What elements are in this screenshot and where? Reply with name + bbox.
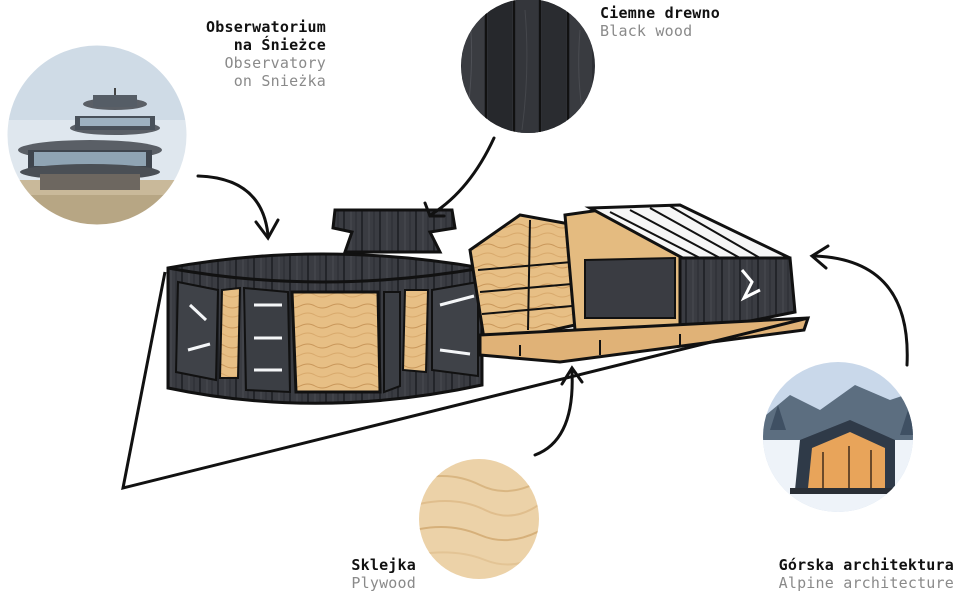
label-alpine: Górska architektura Alpine architecture [720, 556, 954, 592]
plywood-photo [419, 459, 539, 579]
plywood-title: Sklejka [351, 556, 416, 574]
black-wood-photo [461, 0, 595, 133]
label-plywood: Sklejka Plywood [300, 556, 416, 592]
label-black-wood: Ciemne drewno Black wood [600, 4, 780, 40]
arrows [196, 136, 909, 457]
observatory-title-line-2: na Śnieżce [233, 36, 326, 54]
black-wood-subtitle: Black wood [600, 22, 693, 40]
alpine-subtitle: Alpine architecture [778, 574, 954, 592]
observatory-circle [6, 44, 188, 226]
cylinder-pavilion [166, 208, 484, 405]
arrow-plywood-head [560, 365, 584, 386]
arrow-observatory [196, 174, 270, 237]
observatory-title-line-1: Obserwatorium [206, 18, 326, 36]
arrow-observatory-head [254, 218, 280, 241]
observatory-subtitle-line-2: on Snieżka [233, 72, 326, 90]
alpine-cabins [468, 203, 811, 364]
arrow-plywood [533, 370, 574, 457]
plywood-subtitle: Plywood [351, 574, 416, 592]
arrow-wood [430, 136, 496, 216]
alpine-title: Górska architektura [778, 556, 954, 574]
arrow-alpine [813, 254, 909, 367]
arrow-wood-head [423, 201, 446, 218]
arrow-alpine-head [809, 244, 830, 270]
observatory-subtitle-line-1: Observatory [224, 54, 326, 72]
label-observatory: Obserwatorium na Śnieżce Observatory on … [150, 18, 326, 90]
ground-line [121, 271, 809, 491]
black-wood-title: Ciemne drewno [600, 4, 720, 22]
alpine-photo [763, 362, 913, 512]
